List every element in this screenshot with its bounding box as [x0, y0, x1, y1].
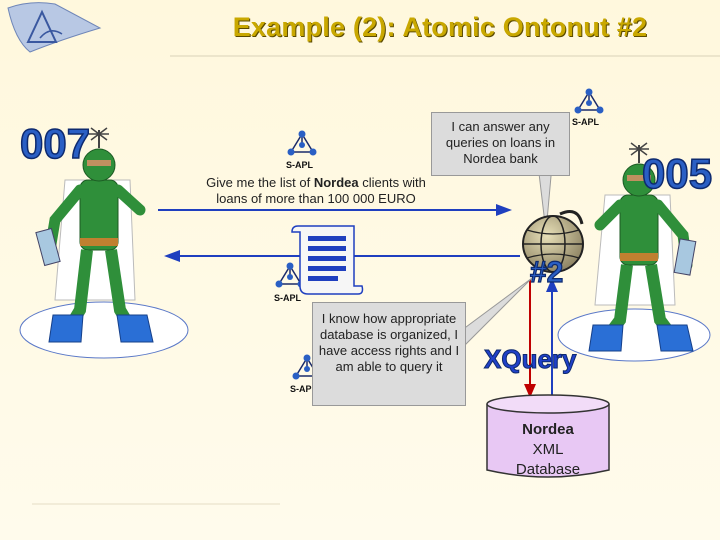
sapl-network-icon	[287, 130, 317, 156]
request-text-end: clients with loans of more than 100 000 …	[216, 175, 426, 206]
svg-text:#2: #2	[530, 256, 563, 289]
slide-title: Example (2): Atomic Ontonut #2	[232, 12, 648, 42]
database-type-1: XML	[532, 441, 564, 458]
ontonut-bubble: I know how appropriate database is organ…	[312, 302, 466, 406]
svg-text:007: 007	[20, 120, 90, 167]
request-text-bank: Nordea	[313, 175, 359, 190]
database-label: Nordea XML Database	[487, 420, 609, 480]
database-cylinder-icon	[486, 394, 610, 478]
sapl-network-icon	[574, 88, 604, 114]
right-agent-bubble: I can answer any queries on loans in Nor…	[431, 112, 570, 176]
database-name: Nordea	[522, 421, 574, 438]
left-agent-figure	[35, 127, 154, 343]
database-type-2: Database	[515, 461, 581, 478]
sapl-label: S-APL	[572, 117, 599, 127]
svg-text:XQuery: XQuery	[484, 344, 577, 374]
right-agent-bubble-text: I can answer any queries on loans in Nor…	[445, 119, 556, 166]
sapl-label: S-APL	[286, 160, 313, 170]
ontonut-globe-icon	[522, 210, 584, 273]
company-logo	[7, 2, 102, 53]
request-text-start: Give me the list of	[206, 175, 314, 190]
sapl-label: S-APL	[290, 384, 317, 394]
sapl-label: S-APL	[274, 293, 301, 303]
xquery-label: XQuery	[484, 344, 578, 375]
ontonut-bubble-text: I know how appropriate database is organ…	[318, 311, 460, 374]
request-message: Give me the list of Nordea clients with …	[190, 175, 442, 207]
left-agent-badge: 007	[19, 119, 91, 168]
right-agent-figure	[588, 142, 697, 352]
right-agent-badge: 005	[641, 149, 713, 198]
result-document-icon	[291, 225, 364, 295]
svg-text:005: 005	[642, 150, 712, 197]
ontonut-badge: #2	[529, 255, 564, 289]
